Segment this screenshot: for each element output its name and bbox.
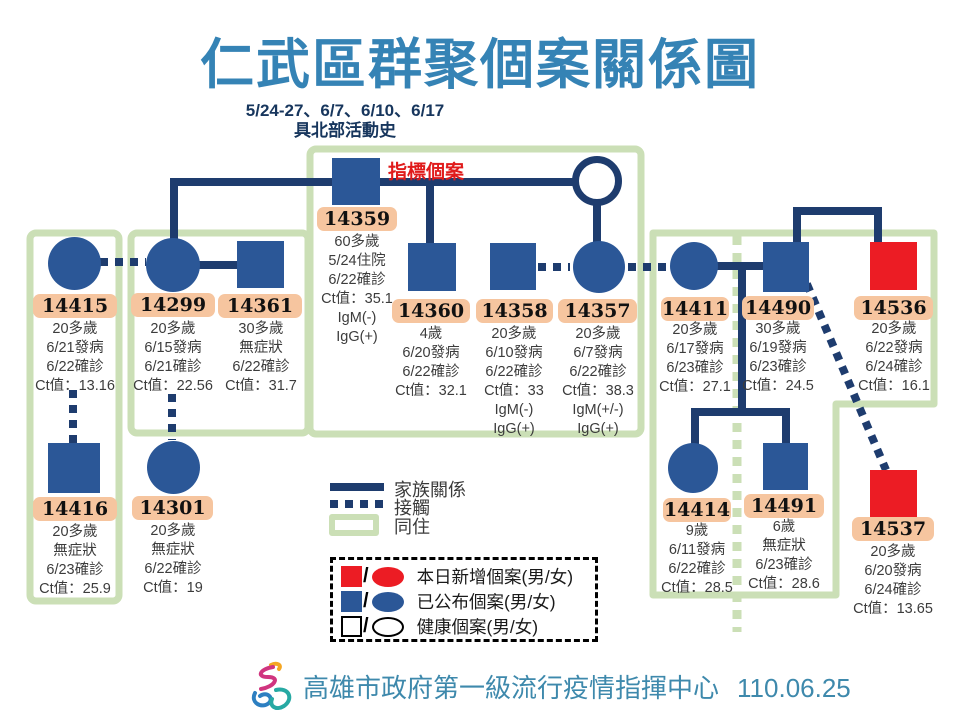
case-info: 4歲 6/20發病 6/22確診 Ct值：32.1 [395, 326, 467, 399]
family-line-label: 家族關係 [394, 480, 466, 500]
legend-row-healthy-case: / 健康個案(男/女) [341, 614, 587, 639]
case-id-badge: 14490 [742, 296, 814, 320]
cohabit-box-right-family [649, 229, 938, 599]
case-14357-female-circle [573, 241, 625, 293]
subtitle-line2: 具北部活動史 [294, 121, 396, 140]
published-male-square-icon [341, 591, 362, 612]
case-info: 30多歲 6/19發病 6/23確診 Ct值：24.5 [742, 321, 814, 394]
new-female-circle-icon [371, 566, 404, 587]
case-14359-male-square [332, 158, 380, 205]
cohabit-box-index-family [306, 145, 645, 438]
cohabit-box-swatch [329, 514, 379, 536]
case-info: 6歲 無症狀 6/23確診 Ct值：28.6 [748, 519, 820, 592]
case-type-legend: / 本日新增個案(男/女) / 已公布個案(男/女) / 健康個案(男/女) [330, 557, 598, 642]
case-14299-female-circle [146, 238, 200, 292]
new-male-square-icon [341, 566, 362, 587]
case-info: 20多歲 6/15發病 6/21確診 Ct值：22.56 [133, 321, 213, 394]
slash-separator: / [363, 565, 369, 587]
legend-row-published-case: / 已公布個案(男/女) [341, 589, 587, 614]
case-14411-female-circle [670, 242, 718, 290]
family-line-14490-14536-bracket [793, 207, 882, 244]
healthy-male-square-icon [341, 616, 362, 637]
case-id-badge: 14301 [132, 496, 213, 520]
case-info: 30多歲 無症狀 6/22確診 Ct值：31.7 [225, 321, 297, 394]
case-id-badge: 14359 [317, 207, 397, 231]
index-case-tag: 指標個案 [388, 162, 465, 183]
footer-date: 110.06.25 [737, 673, 851, 703]
case-14414-female-circle [668, 443, 718, 493]
case-14415-female-circle [48, 237, 101, 290]
case-id-badge: 14415 [33, 294, 117, 318]
case-info: 20多歲 6/20發病 6/24確診 Ct值：13.65 [853, 544, 933, 617]
case-id-badge: 14360 [392, 299, 470, 323]
case-id-badge: 14537 [852, 517, 934, 541]
case-id-badge: 14299 [131, 293, 215, 317]
cohabit-box-14415-14416 [26, 229, 123, 605]
case-14416-male-square [48, 443, 100, 493]
case-info: 20多歲 6/17發病 6/23確診 Ct值：27.1 [659, 322, 731, 395]
case-14536-male-square-new [870, 242, 917, 290]
slash-separator: / [363, 590, 369, 612]
case-info: 20多歲 無症狀 6/22確診 Ct值：19 [143, 523, 203, 596]
case-id-badge: 14414 [663, 498, 731, 522]
published-female-circle-icon [371, 591, 404, 612]
healthy-female-circle-icon [371, 616, 404, 637]
contact-line-14490-14537 [797, 268, 890, 472]
case-id-badge: 14361 [218, 294, 302, 318]
case-info: 20多歲 6/22發病 6/24確診 Ct值：16.1 [858, 321, 930, 394]
case-14537-male-square-new [870, 470, 917, 517]
case-14360-male-square [408, 243, 456, 291]
legend-row-label: 本日新增個案(男/女) [416, 567, 574, 587]
subtitle-line1: 5/24-27、6/7、6/10、6/17 [245, 101, 445, 120]
case-id-badge: 14357 [558, 299, 637, 323]
case-id-badge: 14491 [744, 494, 824, 518]
case-id-badge: 14416 [33, 497, 117, 521]
healthy-female-circle [572, 156, 622, 206]
legend-row-new-case: / 本日新增個案(男/女) [341, 564, 587, 589]
case-id-badge: 14536 [854, 296, 933, 320]
kaohsiung-city-logo [251, 661, 292, 710]
case-14490-male-square [763, 242, 809, 292]
case-id-badge: 14411 [661, 297, 729, 321]
case-info: 9歲 6/11發病 6/22確診 Ct值：28.5 [661, 523, 733, 596]
legend-row-label: 已公布個案(男/女) [416, 592, 556, 612]
contact-lines [69, 258, 890, 472]
subtitle: 5/24-27、6/7、6/10、6/17 具北部活動史 [240, 101, 450, 141]
case-14491-male-square [763, 443, 808, 490]
case-info: 20多歲 6/21發病 6/22確診 Ct值：13.16 [35, 321, 115, 394]
cohabit-box-label: 同住 [394, 517, 430, 537]
case-14361-male-square [237, 241, 284, 288]
page-title: 仁武區群聚個案關係圖 [200, 35, 760, 95]
legend-row-label: 健康個案(男/女) [416, 617, 539, 637]
case-info: 60多歲 5/24住院 6/22確診 Ct值：35.1 IgM(-) IgG(+… [321, 234, 393, 345]
case-info: 20多歲 無症狀 6/23確診 Ct值：25.9 [39, 524, 111, 597]
case-14301-female-circle [147, 441, 200, 494]
footer: 高雄市政府第一級流行疫情指揮中心 110.06.25 [303, 668, 851, 705]
slash-separator: / [363, 615, 369, 637]
case-info: 20多歲 6/10發病 6/22確診 Ct值：33 IgM(-) IgG(+) [484, 326, 544, 437]
case-14358-male-square [490, 243, 536, 290]
family-line-swatch [330, 483, 384, 491]
case-id-badge: 14358 [476, 299, 553, 323]
footer-org-name: 高雄市政府第一級流行疫情指揮中心 [303, 673, 720, 703]
contact-line-swatch [330, 500, 386, 508]
contact-line-label: 接觸 [394, 498, 430, 518]
cohabit-boxes [26, 145, 938, 632]
case-info: 20多歲 6/7發病 6/22確診 Ct值：38.3 IgM(+/-) IgG(… [562, 326, 634, 437]
